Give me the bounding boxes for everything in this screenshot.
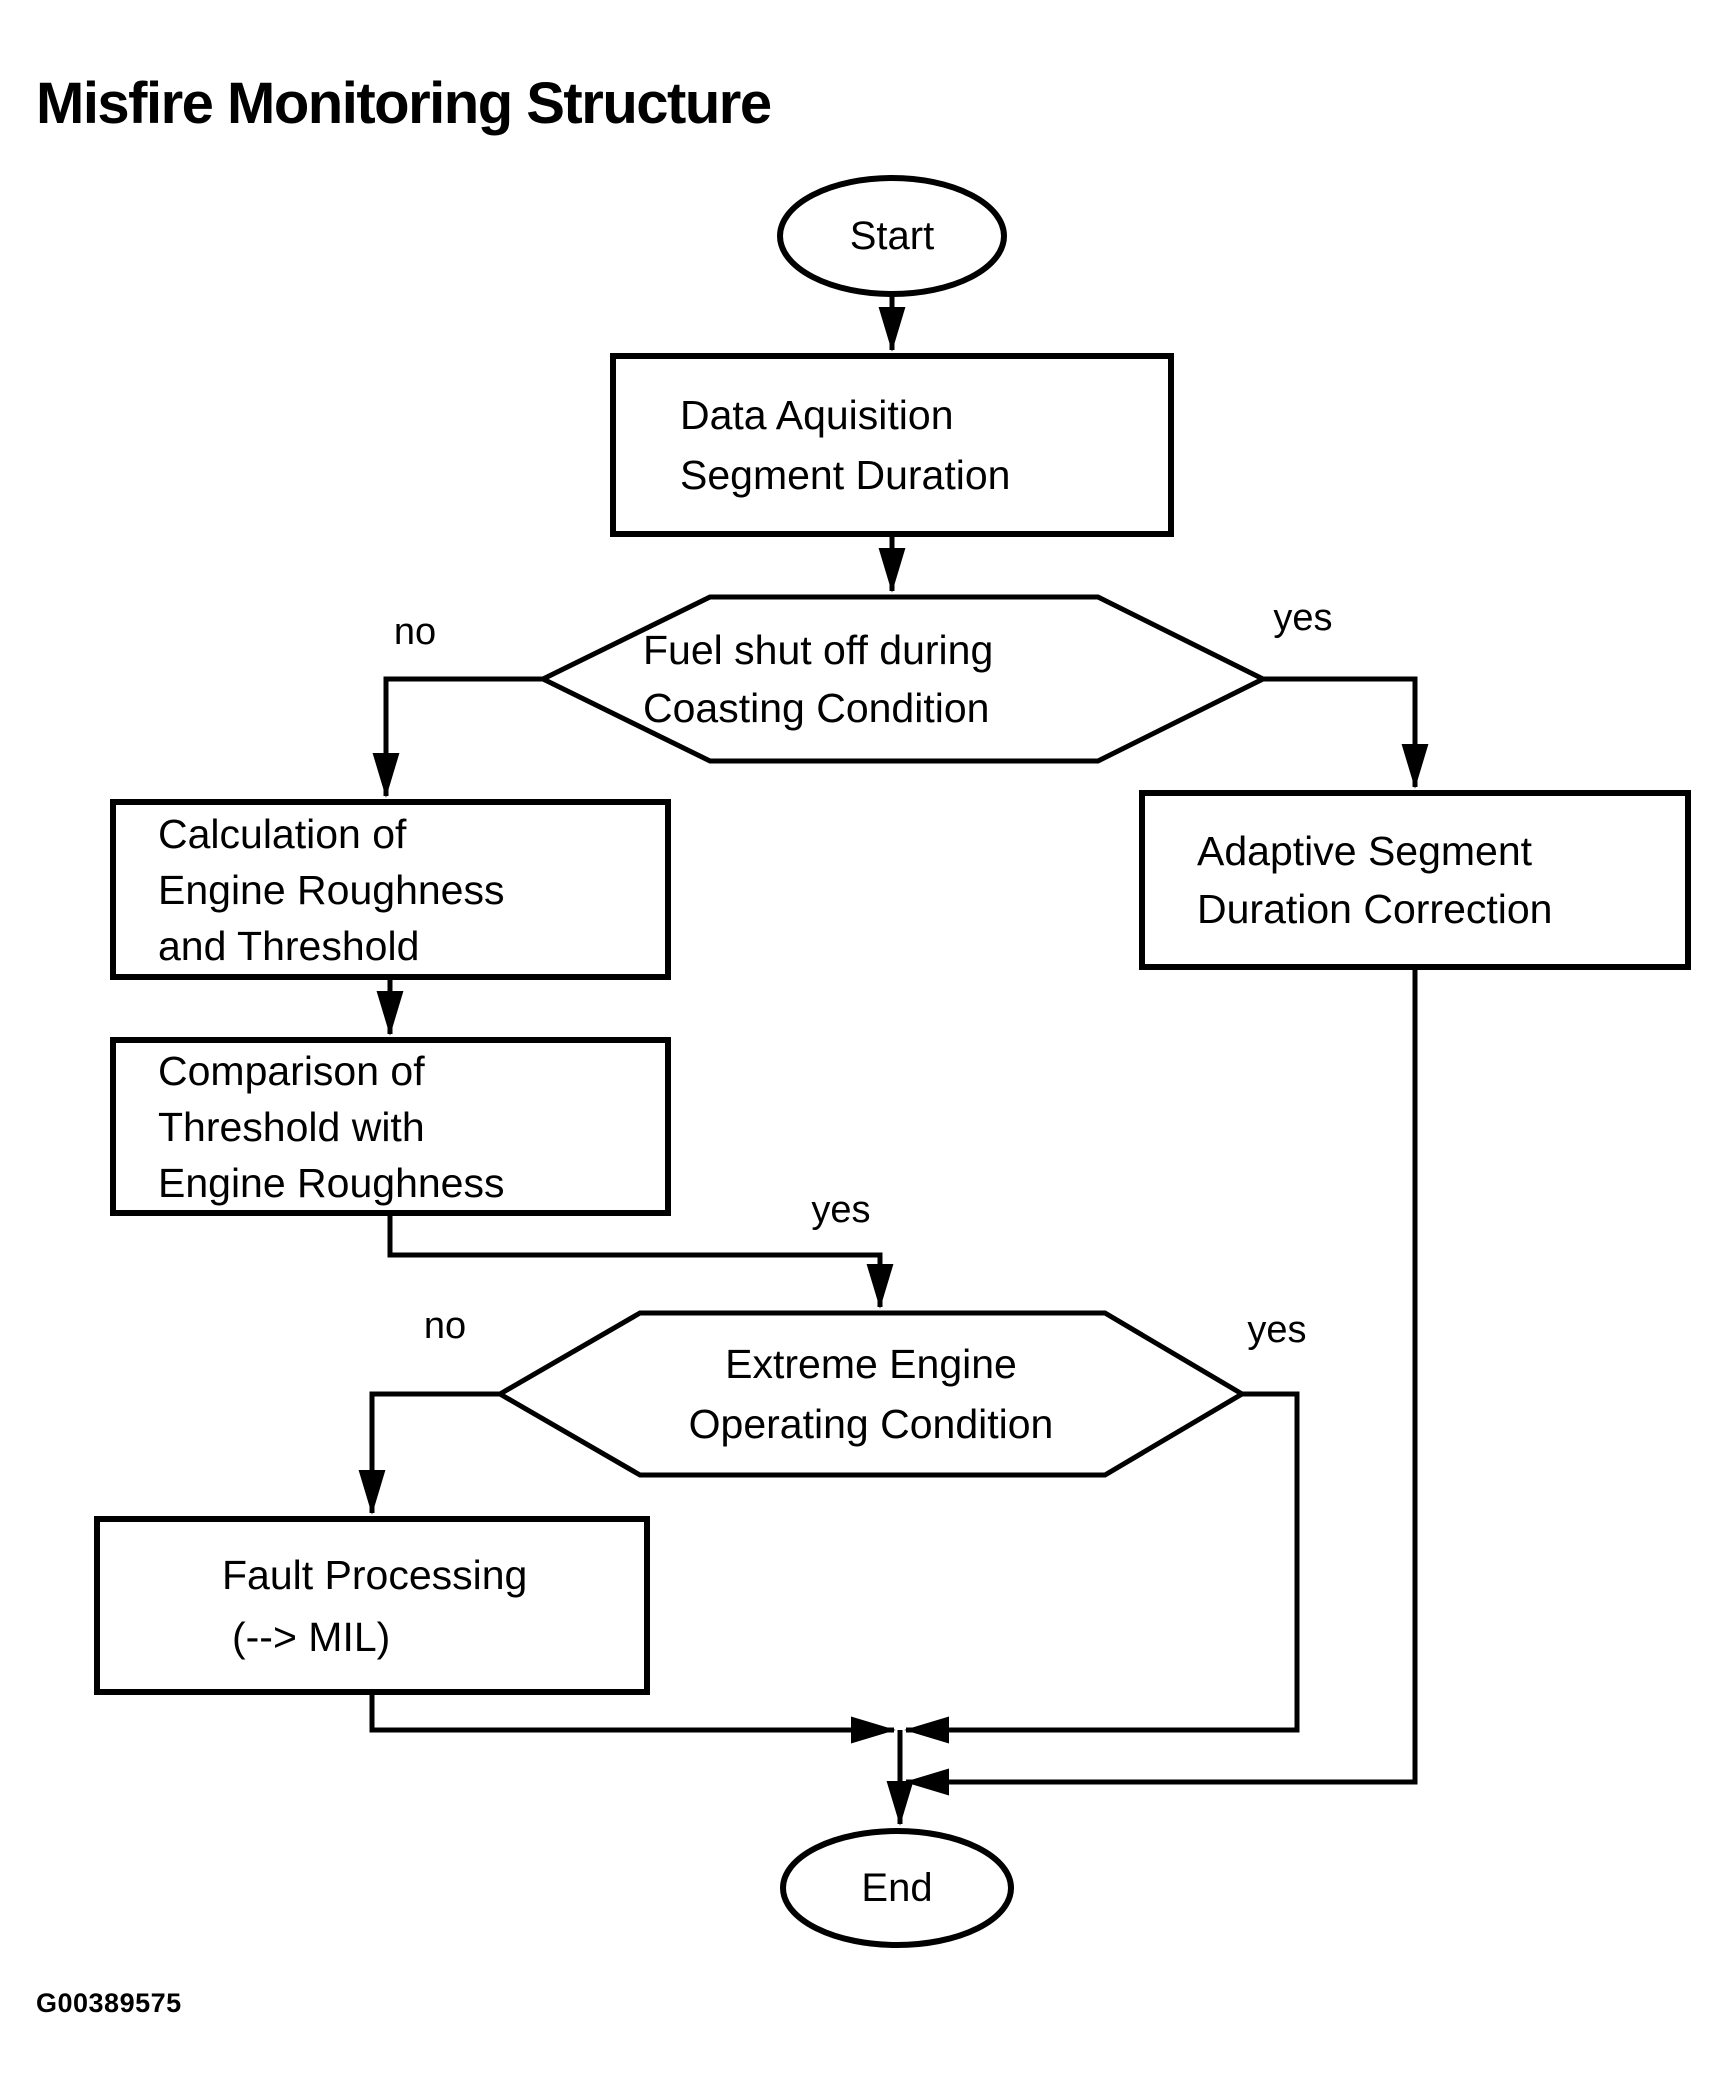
page-title: Misfire Monitoring Structure	[36, 71, 772, 136]
comparison-line2: Threshold with	[158, 1103, 425, 1150]
edge-fuel-no-to-calculation	[372, 676, 543, 798]
fault-processing-label: Fault Processing (--> MIL)	[97, 1519, 647, 1692]
end-terminator-shape	[780, 1828, 1014, 1948]
calculation-box	[110, 799, 671, 980]
calculation-line2: Engine Roughness	[158, 866, 505, 913]
edge-fuel-yes-to-adaptive	[1263, 676, 1429, 789]
extreme-engine-line2: Operating Condition	[688, 1401, 1054, 1447]
start-node-label: Start	[780, 178, 1004, 294]
edge-extreme-yes-to-merge	[904, 1391, 1300, 1744]
comparison-line1: Comparison of	[158, 1047, 425, 1094]
start-text: Start	[849, 213, 935, 258]
extreme-engine-line1: Extreme Engine	[725, 1341, 1017, 1387]
fault-processing-box	[94, 1516, 650, 1695]
data-acquisition-label: Data Aquisition Segment Duration	[613, 356, 1171, 534]
adaptive-segment-box	[1139, 790, 1691, 970]
fuel-no-branch-label: no	[393, 611, 437, 653]
fuel-shut-off-decision-hexagon	[537, 594, 1269, 764]
extreme-yes-branch-label: yes	[1247, 1309, 1307, 1351]
adaptive-segment-line2: Duration Correction	[1197, 886, 1553, 932]
extreme-engine-label: Extreme Engine Operating Condition	[500, 1313, 1242, 1475]
calculation-line3: and Threshold	[158, 922, 420, 969]
comparison-yes-branch-label: yes	[811, 1189, 871, 1231]
start-terminator-shape	[777, 175, 1007, 297]
edge-comparison-yes-to-extreme	[387, 1213, 894, 1309]
extreme-engine-decision-hexagon	[495, 1310, 1247, 1478]
fuel-yes-branch-label: yes	[1273, 597, 1333, 639]
end-text: End	[861, 1865, 933, 1910]
comparison-line3: Engine Roughness	[158, 1159, 505, 1206]
comparison-box	[110, 1037, 671, 1216]
fuel-shut-off-line2: Coasting Condition	[643, 685, 990, 731]
edge-fault-to-merge	[369, 1692, 896, 1744]
end-node-label: End	[783, 1831, 1011, 1945]
edge-adaptive-to-merge	[904, 967, 1418, 1796]
extreme-no-branch-label: no	[423, 1305, 467, 1347]
adaptive-segment-label: Adaptive Segment Duration Correction	[1142, 793, 1688, 967]
edge-extreme-no-to-fault	[358, 1391, 500, 1515]
fuel-shut-off-line1: Fuel shut off during	[643, 627, 994, 673]
fault-processing-line2: (--> MIL)	[232, 1613, 391, 1660]
calculation-label: Calculation of Engine Roughness and Thre…	[113, 802, 668, 977]
calculation-line1: Calculation of	[158, 810, 407, 857]
figure-code: G00389575	[36, 1988, 182, 2018]
comparison-label: Comparison of Threshold with Engine Roug…	[113, 1040, 668, 1213]
data-acquisition-box	[610, 353, 1174, 537]
data-acquisition-line2: Segment Duration	[680, 452, 1011, 498]
adaptive-segment-line1: Adaptive Segment	[1197, 828, 1533, 874]
fuel-shut-off-label: Fuel shut off during Coasting Condition	[543, 597, 1263, 761]
fault-processing-line1: Fault Processing	[222, 1551, 528, 1598]
data-acquisition-line1: Data Aquisition	[680, 392, 954, 438]
